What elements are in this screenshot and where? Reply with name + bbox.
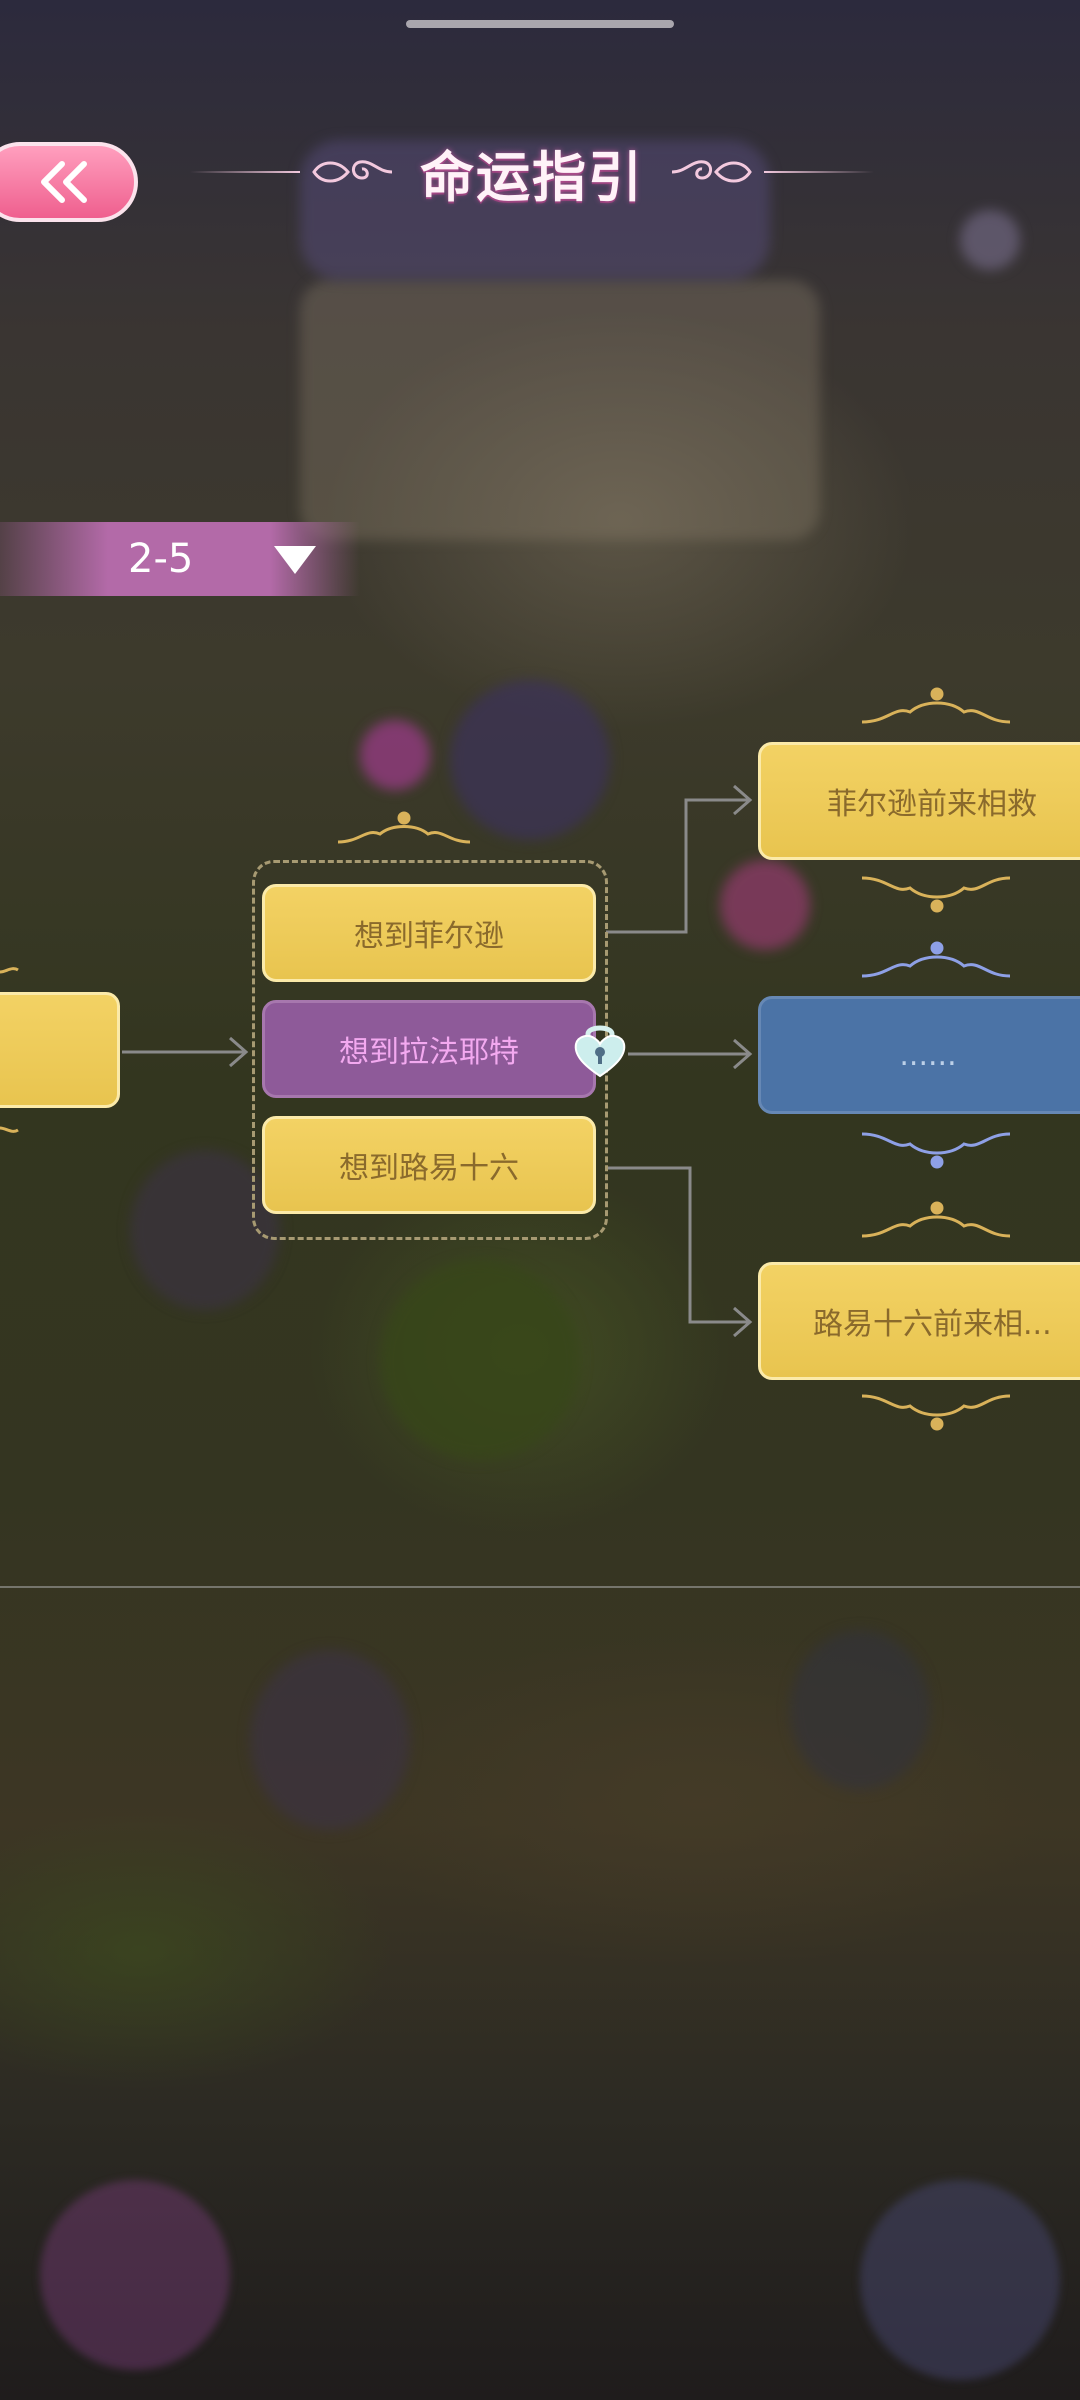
bg-blur-shape [250,1650,410,1830]
choice-lafayette[interactable]: 想到拉法耶特 [262,1000,596,1098]
bg-bottom-right-avatar [860,2180,1060,2380]
choice-feierxun[interactable]: 想到菲尔逊 [262,884,596,982]
double-chevron-left-icon [41,161,87,203]
title-bar: 命运指引 [186,132,878,212]
back-button[interactable] [0,142,138,222]
chapter-dropdown[interactable]: 2-5 [0,522,360,596]
bg-blur-shape [360,720,430,790]
heart-lock-icon [574,1025,626,1078]
outcome-unknown[interactable]: ...... [758,996,1080,1114]
page-title: 命运指引 [420,145,644,209]
ornament-right-icon [671,160,752,183]
choice-label: 想到菲尔逊 [354,919,504,954]
bg-blur-shape [960,210,1020,270]
triangle-down-icon [274,546,316,574]
title-line-left [190,171,300,173]
outcome-feierxun-rescue[interactable]: 菲尔逊前来相救 [758,742,1080,860]
source-node[interactable] [0,992,120,1108]
section-divider [0,1586,1080,1588]
bg-blur-shape [720,860,810,950]
bg-blur-shape [380,1260,580,1460]
chapter-label: 2-5 [128,536,194,582]
ornament-left-icon [312,160,393,183]
title-line-right [764,171,874,173]
choice-label: 想到路易十六 [339,1151,519,1186]
bg-blur-shape [450,680,610,840]
outcome-louis-rescue[interactable]: 路易十六前来相... [758,1262,1080,1380]
bg-blur-shape [790,1630,930,1790]
outcome-label: 菲尔逊前来相救 [827,787,1037,822]
outcome-label: ...... [899,1037,957,1073]
choice-label: 想到拉法耶特 [339,1035,519,1070]
choice-louis-xvi[interactable]: 想到路易十六 [262,1116,596,1214]
bg-bottom-left-button [40,2180,230,2370]
top-drag-handle[interactable] [406,20,674,28]
bg-blur-shape [300,280,820,540]
outcome-label: 路易十六前来相... [813,1307,1052,1342]
